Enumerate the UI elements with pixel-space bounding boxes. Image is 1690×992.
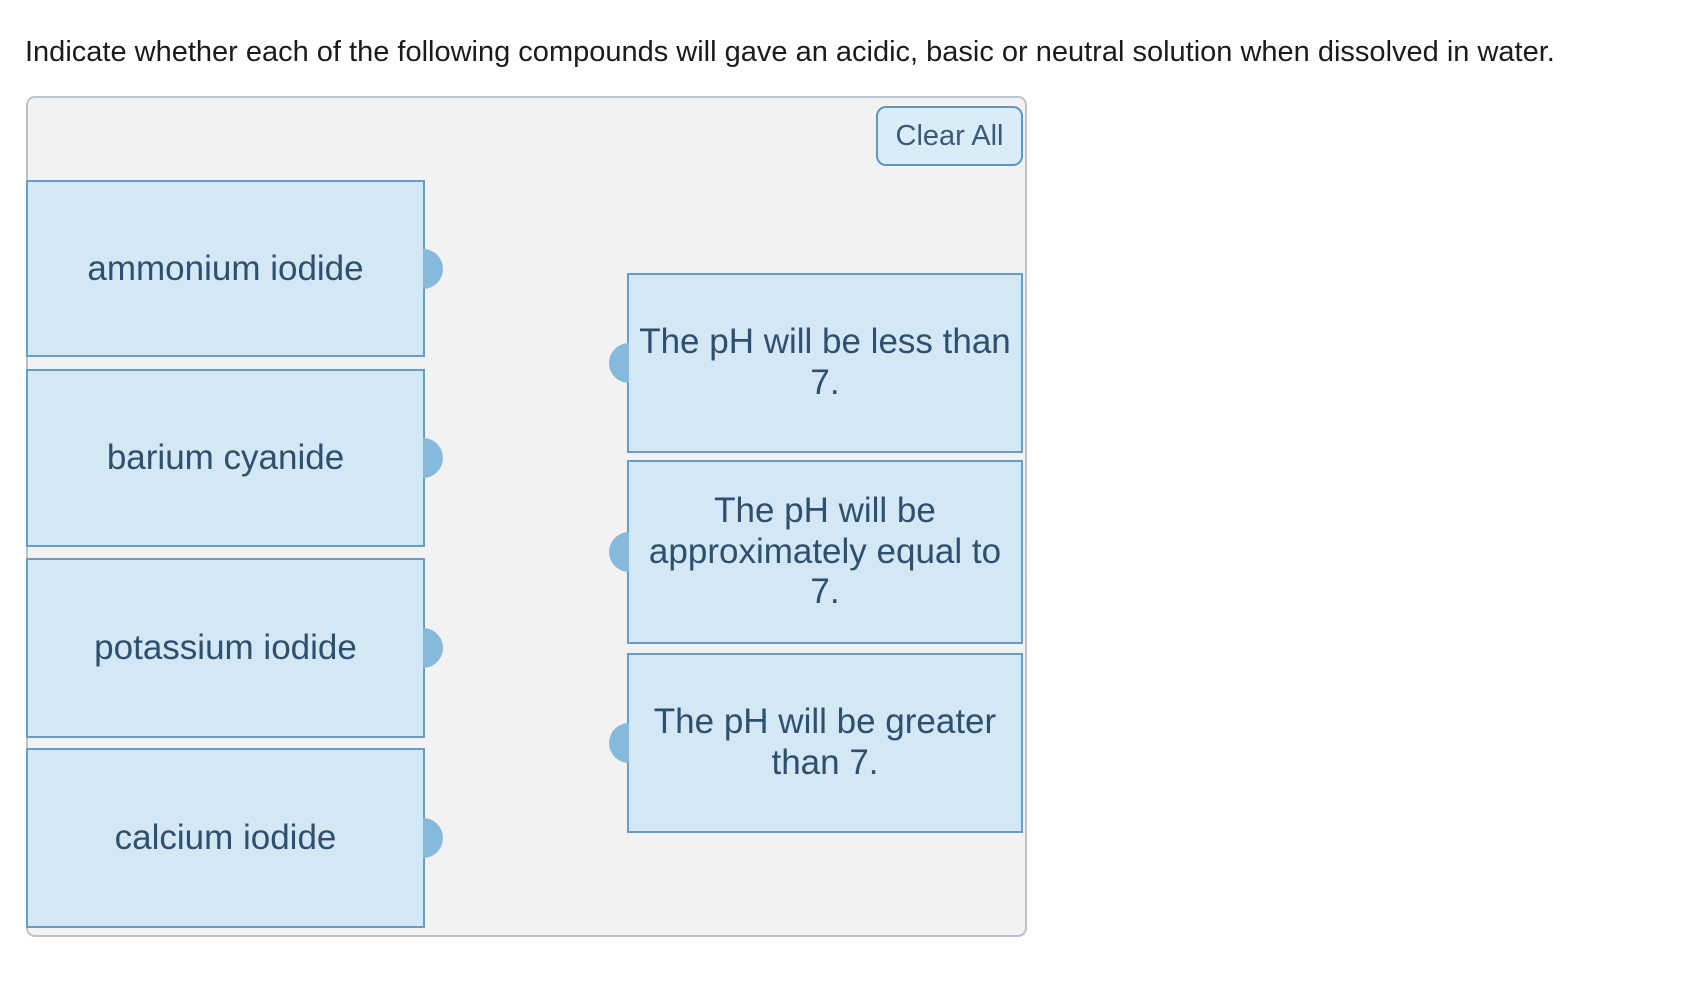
compound-card-potassium-iodide[interactable]: potassium iodide xyxy=(26,558,443,738)
matching-panel: Clear All ammonium iodide barium cyanide… xyxy=(26,96,1027,937)
connector-knob[interactable] xyxy=(609,532,629,572)
connector-knob[interactable] xyxy=(609,723,629,763)
answer-label: The pH will be less than 7. xyxy=(639,322,1011,402)
answer-label: The pH will be approximately equal to 7. xyxy=(648,491,1002,612)
connector-knob[interactable] xyxy=(423,818,443,858)
compound-label: ammonium iodide xyxy=(87,248,364,288)
answer-card-ph-greater-than-7[interactable]: The pH will be greater than 7. xyxy=(609,653,1023,833)
compound-label: calcium iodide xyxy=(114,818,337,857)
compound-card-calcium-iodide[interactable]: calcium iodide xyxy=(26,748,443,928)
compound-card-barium-cyanide[interactable]: barium cyanide xyxy=(26,369,443,547)
answer-card-ph-equal-7[interactable]: The pH will be approximately equal to 7. xyxy=(609,460,1023,644)
clear-all-label: Clear All xyxy=(895,119,1004,152)
connector-knob[interactable] xyxy=(423,438,443,478)
connector-knob[interactable] xyxy=(423,628,443,668)
answer-card-ph-less-than-7[interactable]: The pH will be less than 7. xyxy=(609,273,1023,453)
compound-card-ammonium-iodide[interactable]: ammonium iodide xyxy=(26,180,443,357)
compound-label: barium cyanide xyxy=(106,438,345,477)
connector-knob[interactable] xyxy=(609,343,629,383)
clear-all-button[interactable]: Clear All xyxy=(876,106,1023,166)
answer-label: The pH will be greater than 7. xyxy=(653,702,997,782)
connector-knob[interactable] xyxy=(423,248,443,289)
question-text: Indicate whether each of the following c… xyxy=(25,36,1555,68)
compound-label: potassium iodide xyxy=(94,628,357,667)
